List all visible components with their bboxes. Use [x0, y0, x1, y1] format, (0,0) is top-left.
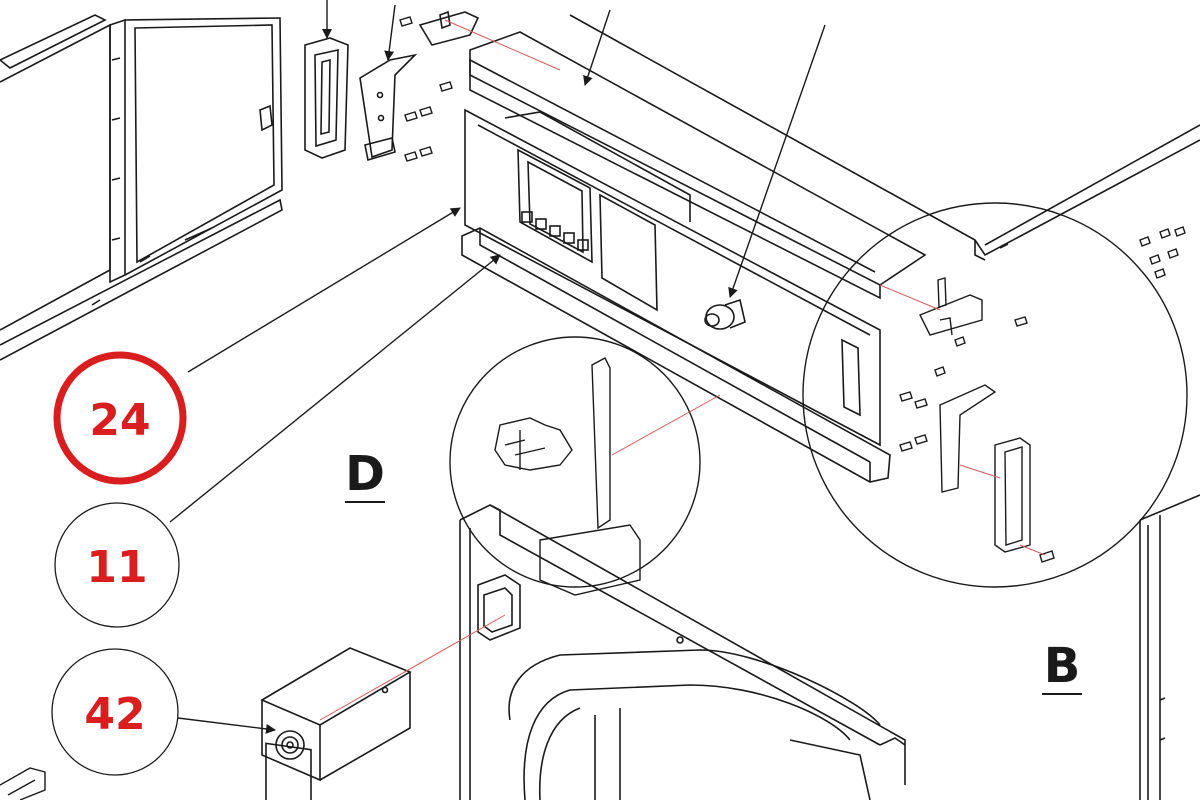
view-label-b-text: B	[1044, 638, 1081, 694]
view-label-d: D	[345, 446, 385, 503]
callout-11: 11	[54, 502, 180, 628]
main-door	[459, 504, 906, 800]
detail-circle-left	[449, 336, 701, 596]
left-cabinet-panel	[0, 14, 283, 361]
callout-42: 42	[51, 648, 179, 776]
corner-bracket	[0, 767, 46, 800]
screws-group	[399, 16, 453, 162]
top-hinge	[418, 10, 480, 46]
callout-11-label: 11	[86, 542, 147, 593]
callout-11-ring	[54, 502, 180, 628]
callout-42-label: 42	[84, 689, 145, 740]
callout-42-ring	[51, 648, 179, 776]
callout-24: 24	[53, 351, 187, 485]
screw-cluster	[1139, 226, 1186, 279]
callout-24-label: 24	[89, 395, 150, 446]
assembly-leader-lines	[319, 19, 1046, 721]
right-cabinet-panel	[1139, 494, 1200, 800]
lower-rail	[461, 227, 891, 483]
view-label-b: B	[1042, 638, 1082, 695]
view-label-d-text: D	[345, 446, 385, 502]
detail-circle-right	[802, 202, 1188, 588]
junction-box	[260, 647, 412, 800]
upper-right-panel	[569, 14, 1200, 261]
top-rail	[469, 31, 927, 300]
callout-24-ring	[53, 351, 187, 485]
control-panel	[464, 108, 881, 447]
callout-leader-lines	[169, 0, 826, 734]
